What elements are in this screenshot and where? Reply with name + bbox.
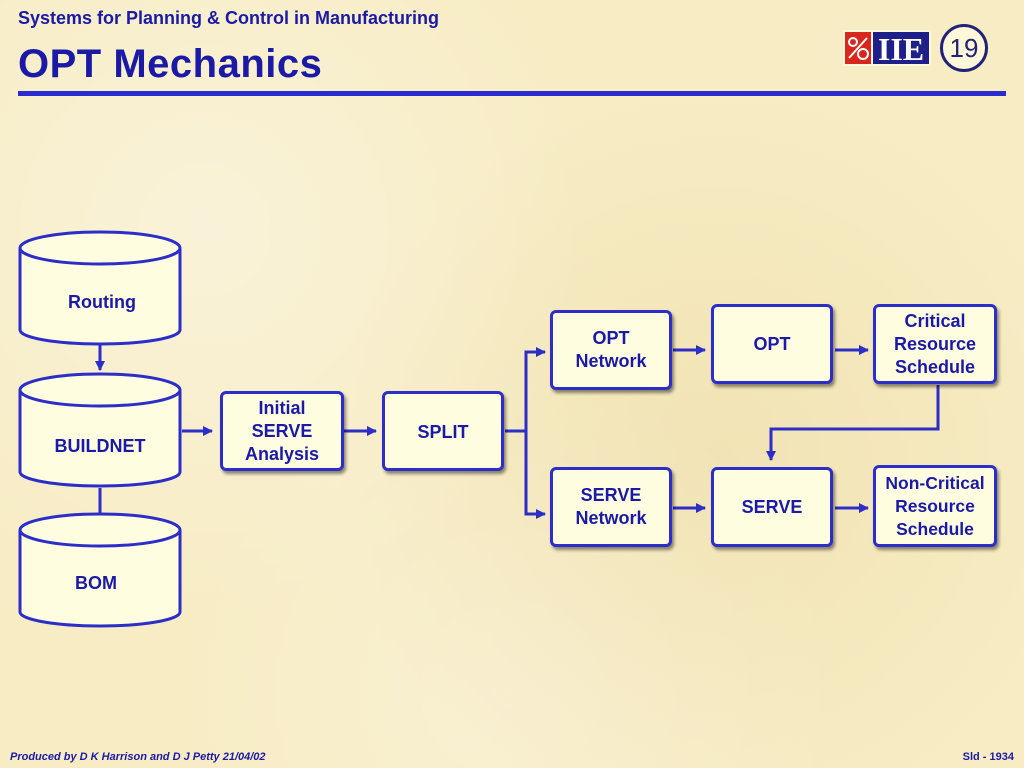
- opt-network-line-2: Network: [575, 351, 647, 371]
- title-underline: [18, 91, 1006, 96]
- arrow-critical-to-serve: [766, 385, 940, 461]
- opt-label: OPT: [753, 333, 791, 354]
- split-box: SPLIT: [382, 391, 504, 471]
- bom-label: BOM: [75, 573, 117, 593]
- opt-network-line-1: OPT: [592, 328, 630, 348]
- initial-line-1: Initial: [258, 397, 306, 418]
- initial-line-3: Analysis: [244, 443, 320, 464]
- course-subtitle: Systems for Planning & Control in Manufa…: [18, 8, 440, 28]
- split-label: SPLIT: [417, 422, 469, 442]
- serve-box: SERVE: [711, 467, 833, 547]
- initial-serve-analysis-box: Initial SERVE Analysis: [220, 391, 344, 471]
- buildnet-label: BUILDNET: [54, 436, 146, 456]
- critical-line-1: Critical: [904, 310, 966, 331]
- bom-database: [18, 512, 182, 628]
- critical-line-3: Schedule: [894, 356, 975, 377]
- iie-logo: IIE: [843, 30, 931, 66]
- noncritical-line-1: Non-Critical: [885, 472, 985, 493]
- arrow-split-to-serve-network: [524, 431, 546, 519]
- noncritical-line-2: Resource: [895, 495, 975, 516]
- serve-network-box: SERVE Network: [550, 467, 672, 547]
- slide-title: OPT Mechanics: [18, 42, 323, 86]
- non-critical-resource-schedule-box: Non-Critical Resource Schedule: [873, 465, 997, 547]
- serve-network-line-1: SERVE: [580, 485, 642, 505]
- routing-database: [18, 230, 182, 346]
- initial-line-2: SERVE: [251, 420, 313, 441]
- footer-slide-id: Sld - 1934: [962, 751, 1014, 763]
- routing-label: Routing: [68, 292, 136, 312]
- opt-network-box: OPT Network: [550, 310, 672, 390]
- arrow-split-to-opt-network: [505, 347, 546, 433]
- serve-label: SERVE: [741, 497, 803, 517]
- opt-box: OPT: [711, 304, 833, 384]
- footer-credit: Produced by D K Harrison and D J Petty 2…: [10, 751, 266, 763]
- slide-number-badge: 19: [940, 24, 988, 72]
- noncritical-line-3: Schedule: [896, 518, 974, 539]
- critical-line-2: Resource: [893, 333, 977, 354]
- logo-text: IIE: [878, 31, 924, 66]
- critical-resource-schedule-box: Critical Resource Schedule: [873, 304, 997, 384]
- serve-network-line-2: Network: [575, 508, 647, 528]
- buildnet-database: [18, 372, 182, 488]
